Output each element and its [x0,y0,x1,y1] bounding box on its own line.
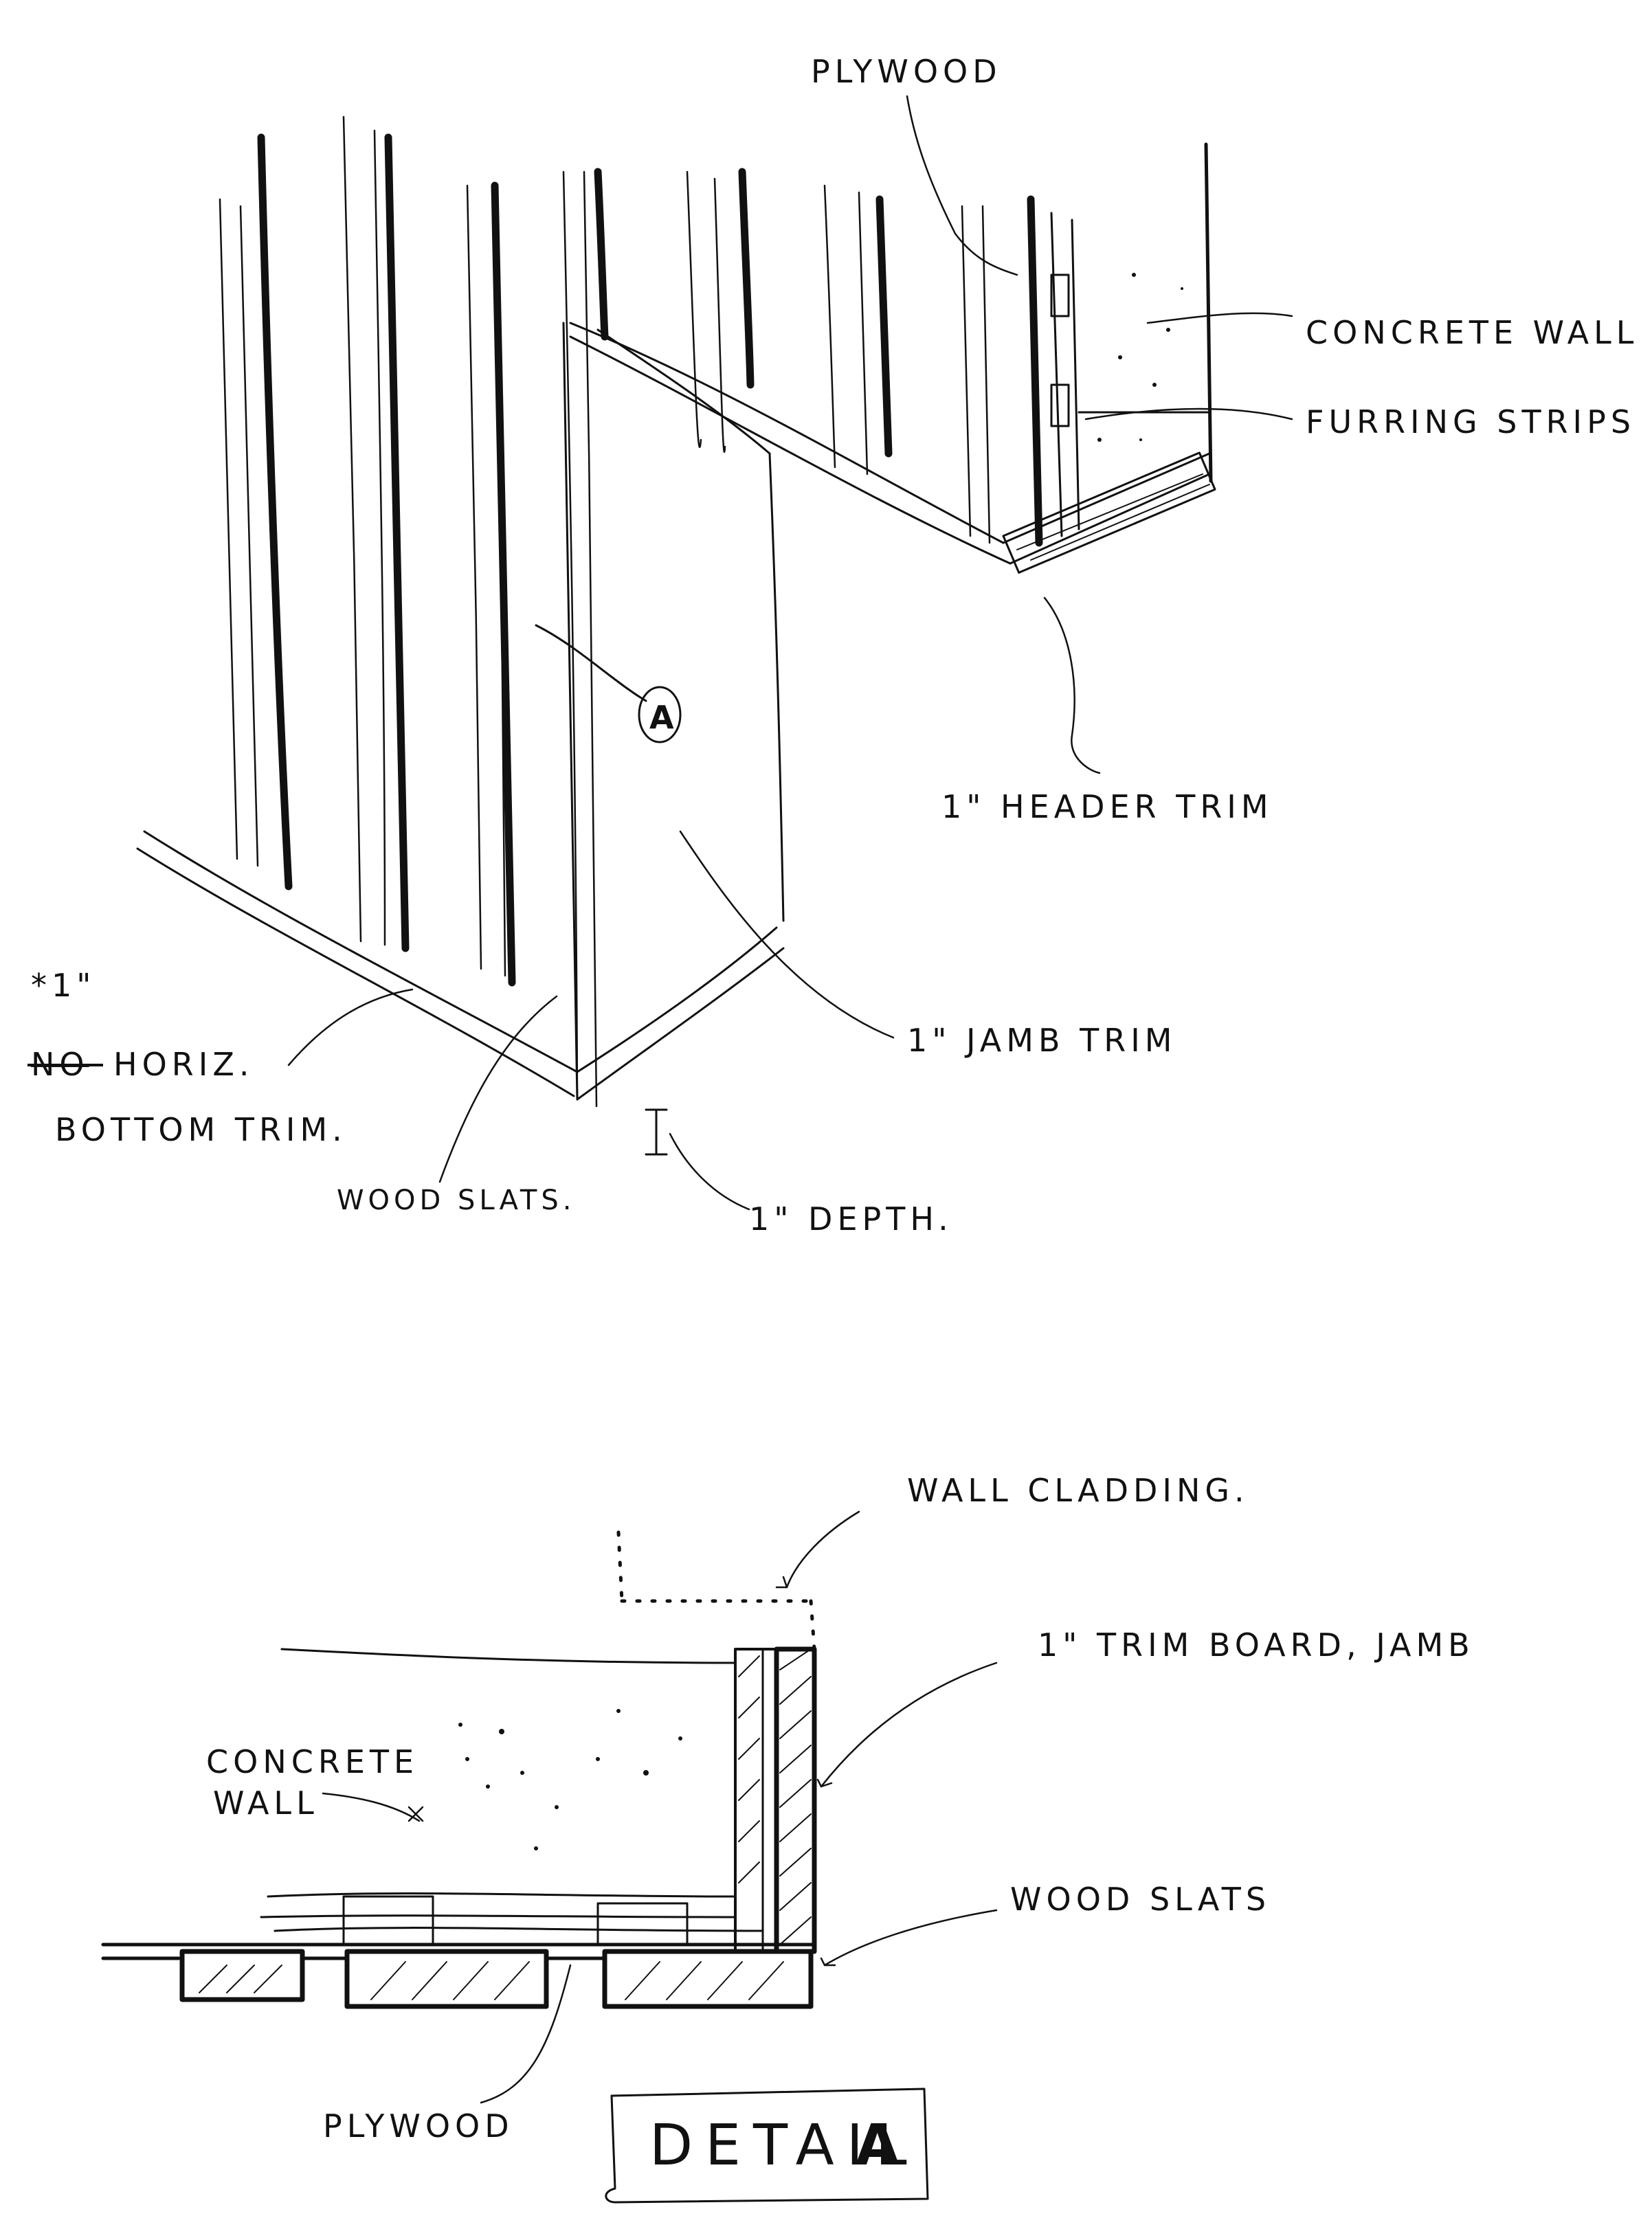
label-concrete-wall-line2: WALL [213,1784,319,1822]
label-furring-strips: FURRING STRIPS [1306,403,1636,440]
slat-shadow-lines [257,133,1043,987]
wood-slats-bottom [101,1943,816,2009]
leader-lines [287,95,1293,1211]
callout-a-group [535,624,682,743]
section-detail [101,1510,998,2204]
elevation-sketch [136,95,1293,1211]
concrete-speckles [1097,273,1183,442]
label-wall-cladding: WALL CLADDING. [907,1472,1249,1509]
label-concrete-wall-top: CONCRETE WALL [1306,314,1638,351]
plywood-layers [260,1892,778,1946]
depth-marker [645,1108,668,1156]
label-trim-board-jamb: 1" TRIM BOARD, JAMB [1038,1626,1475,1664]
detail-leader-lines [322,1510,998,2104]
label-header-trim: 1" HEADER TRIM [941,788,1273,825]
elevation-labels: PLYWOOD CONCRETE WALL FURRING STRIPS 1" … [27,53,1638,1238]
label-bottom-trim-tail: HORIZ. [113,1046,254,1083]
concrete-wall-edge [280,1648,737,1664]
label-depth: 1" DEPTH. [749,1200,953,1238]
plywood-furring-edges [1050,212,1211,537]
title-block-letter: A [856,2113,911,2178]
label-plywood-top: PLYWOOD [811,53,1002,90]
concrete-wall-block [1029,142,1213,545]
wall-cladding-dashed [616,1530,816,1651]
detail-labels: WALL CLADDING. 1" TRIM BOARD, JAMB CONCR… [206,1472,1475,2178]
concrete-speckles-detail [458,1709,682,1850]
label-jamb-trim: 1" JAMB TRIM [907,1022,1176,1059]
header-trim [569,322,1216,574]
title-block-title: DETAIL [649,2113,919,2178]
jamb-trim-board [734,1646,817,1954]
label-bottom-trim-line2: BOTTOM TRIM. [55,1111,347,1148]
label-bottom-trim-prefix: *1" [31,967,96,1004]
bottom-trim [136,830,785,1101]
title-block-frame [605,2088,929,2204]
callout-a-letter: A [649,699,679,736]
label-wood-slats-top: WOOD SLATS. [337,1185,575,1216]
label-concrete-wall-line1: CONCRETE [206,1743,418,1780]
label-wood-slats: WOOD SLATS [1010,1881,1271,1918]
label-plywood: PLYWOOD [323,2107,514,2145]
